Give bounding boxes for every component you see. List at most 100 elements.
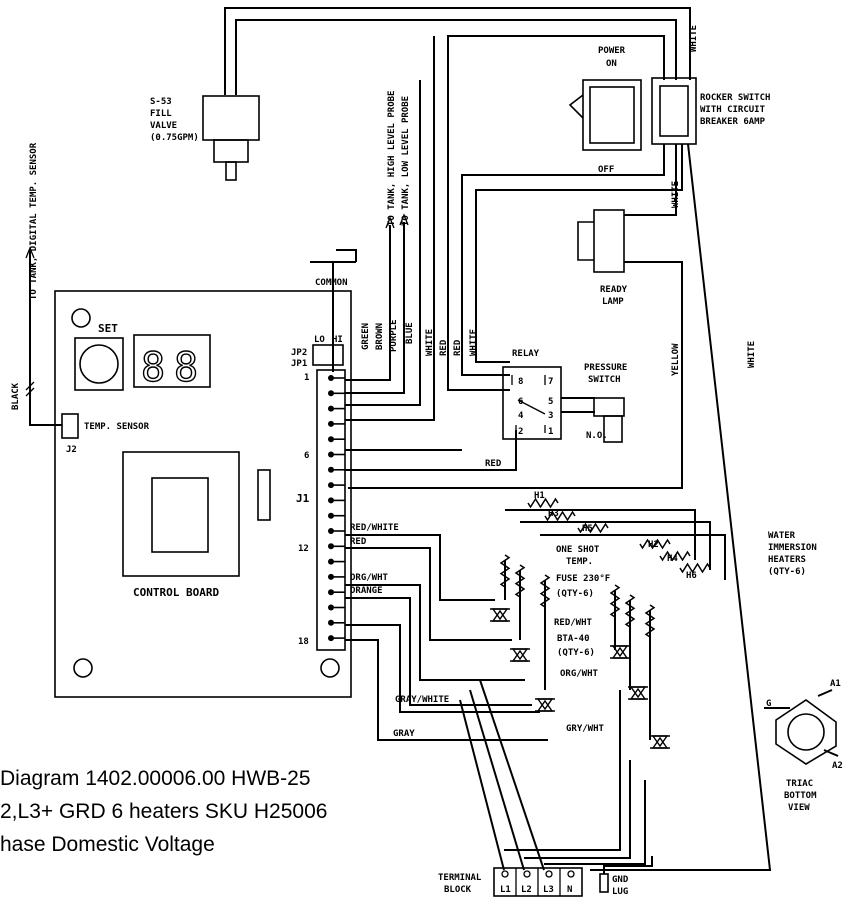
triac-view-label-3: VIEW bbox=[788, 803, 810, 813]
display-digit-1: 8 bbox=[141, 345, 165, 391]
pressure-switch-label-2: SWITCH bbox=[588, 375, 621, 385]
triac-symbol bbox=[629, 686, 647, 700]
heater-h6: H6 bbox=[686, 571, 697, 581]
pressure-switch-label-1: PRESSURE bbox=[584, 363, 627, 373]
wire-blue: BLUE bbox=[405, 322, 415, 344]
low-probe-label: TO TANK, LOW LEVEL PROBE bbox=[401, 96, 411, 226]
triac-symbol bbox=[651, 735, 669, 749]
caption-line-3: hase Domestic Voltage bbox=[0, 833, 215, 856]
heater-coil-top bbox=[527, 497, 559, 509]
rocker-switch-label-1: ROCKER SWITCH bbox=[700, 93, 770, 103]
terminal-n: N bbox=[567, 885, 572, 895]
heater-coil-top bbox=[639, 538, 671, 550]
water-heaters-label-4: (QTY-6) bbox=[768, 567, 806, 577]
heater-coil bbox=[514, 564, 526, 598]
board-wires bbox=[345, 36, 517, 471]
triac-type-label-2: (QTY-6) bbox=[557, 648, 595, 658]
wire-white-right: WHITE bbox=[747, 341, 757, 368]
relay-pin-8: 8 bbox=[518, 377, 523, 387]
wire-white-relay: WHITE bbox=[469, 329, 479, 356]
relay-pin-2: 2 bbox=[518, 427, 523, 437]
fuse-label-3: FUSE 230°F bbox=[556, 574, 610, 584]
wire-white-top: WHITE bbox=[689, 25, 699, 52]
j1-pins bbox=[328, 375, 345, 642]
wire-brown: BROWN bbox=[375, 323, 385, 350]
fill-valve-label-3: VALVE bbox=[150, 121, 177, 131]
wire-orange: ORANGE bbox=[350, 586, 383, 596]
pressure-switch-no: N.O. bbox=[586, 431, 608, 441]
heater-coil bbox=[609, 584, 621, 618]
jumper-block bbox=[312, 344, 344, 366]
pin-label-6: 6 bbox=[304, 451, 309, 461]
jumper-jp2: JP2 bbox=[291, 348, 307, 358]
wire-org-wht-2: ORG/WHT bbox=[560, 669, 599, 679]
high-probe-wire bbox=[345, 225, 391, 381]
triac-view-label-1: TRIAC bbox=[786, 779, 813, 789]
heater-coil bbox=[499, 554, 511, 588]
wire-purple: PURPLE bbox=[389, 319, 399, 352]
fill-valve bbox=[202, 7, 691, 181]
probe-arrows bbox=[385, 213, 409, 229]
water-heaters-label-3: HEATERS bbox=[768, 555, 806, 565]
j1-connector bbox=[316, 369, 346, 651]
fuse-label-2: TEMP. bbox=[566, 557, 593, 567]
j2-label: J2 bbox=[66, 445, 77, 455]
caption-line-2: 2,L3+ GRD 6 heaters SKU H25006 bbox=[0, 800, 328, 823]
heater-coil bbox=[539, 574, 551, 608]
display-digit-2: 8 bbox=[174, 345, 198, 391]
ground-lug-label-1: GND bbox=[612, 875, 629, 885]
heater-coil-top bbox=[544, 510, 576, 522]
wire-green: GREEN bbox=[361, 323, 371, 350]
relay bbox=[502, 366, 562, 440]
triac-type-label-1: BTA-40 bbox=[557, 634, 590, 644]
jumper-jp1: JP1 bbox=[291, 359, 307, 369]
terminal-l3: L3 bbox=[543, 885, 554, 895]
wire-gray-white: GRAY/WHITE bbox=[395, 695, 449, 705]
rocker-switch bbox=[568, 77, 697, 151]
ready-lamp-label-1: READY bbox=[600, 285, 628, 295]
relay-pin-7: 7 bbox=[548, 377, 553, 387]
wire-gray: GRAY bbox=[393, 729, 415, 739]
heater-coil bbox=[644, 604, 656, 638]
rocker-switch-label-2: WITH CIRCUIT bbox=[700, 105, 766, 115]
jumper-hi: HI bbox=[332, 335, 343, 345]
triac-view-label-2: BOTTOM bbox=[784, 791, 817, 801]
pressure-switch bbox=[561, 397, 625, 443]
relay-label: RELAY bbox=[512, 349, 540, 359]
triac-view-a1: A1 bbox=[830, 679, 841, 689]
wire-red-heater: RED bbox=[350, 537, 367, 547]
low-probe-wire bbox=[345, 222, 405, 394]
heater-h3: H3 bbox=[548, 509, 559, 519]
power-off-label: OFF bbox=[598, 165, 614, 175]
power-on-label: ON bbox=[606, 59, 617, 69]
wire-red-white: RED/WHITE bbox=[350, 523, 399, 533]
relay-pin-1: 1 bbox=[548, 427, 553, 437]
relay-pin-3: 3 bbox=[548, 411, 553, 421]
temp-sensor bbox=[25, 246, 79, 439]
temp-sensor-lead-label: TO TANK, DIGITAL TEMP. SENSOR bbox=[29, 142, 39, 300]
triac-view-g: G bbox=[766, 699, 771, 709]
j1-label: J1 bbox=[296, 492, 310, 505]
heater-h2: H2 bbox=[648, 540, 659, 550]
pin-label-18: 18 bbox=[298, 637, 309, 647]
ground-lug-label-2: LUG bbox=[612, 887, 628, 897]
wire-gry-wht: GRY/WHT bbox=[566, 724, 605, 734]
power-label: POWER bbox=[598, 46, 626, 56]
triac-bottom-view bbox=[764, 689, 839, 765]
wire-org-wht: ORG/WHT bbox=[350, 573, 389, 583]
common-label: COMMON bbox=[315, 278, 348, 288]
fuse-label-4: (QTY-6) bbox=[556, 589, 594, 599]
wire-red-2: RED bbox=[453, 339, 463, 356]
heater-h4: H4 bbox=[667, 554, 678, 564]
heater-coil-top bbox=[679, 562, 711, 574]
caption-line-1: Diagram 1402.00006.00 HWB-25 bbox=[0, 767, 311, 790]
relay-pin-6: 6 bbox=[518, 397, 523, 407]
triac-symbol bbox=[536, 698, 554, 712]
wire-yellow: YELLOW bbox=[671, 343, 681, 376]
wire-red-wht: RED/WHT bbox=[554, 618, 593, 628]
triac-symbol bbox=[611, 645, 629, 659]
fill-valve-label-2: FILL bbox=[150, 109, 172, 119]
control-board bbox=[54, 290, 352, 698]
